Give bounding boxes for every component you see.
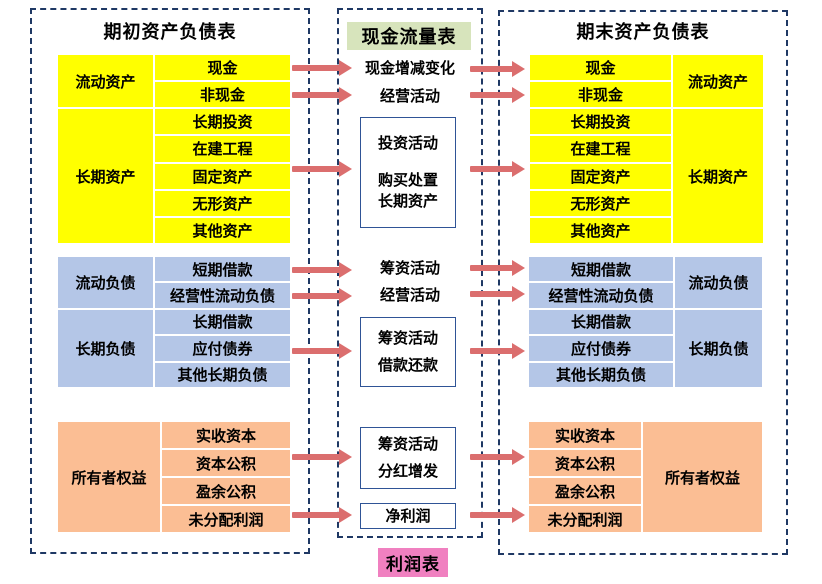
financing-borrow-repay-box: 筹资活动 借款还款 <box>360 317 456 387</box>
end-equity-table: 实收资本 资本公积 盈余公积 未分配利润 所有者权益 <box>529 422 762 532</box>
begin-non-cash-cell: 非现金 <box>155 82 290 108</box>
flow-arrow-bonds-to-borrowrepay <box>292 343 352 359</box>
end-intangible-assets-cell: 无形资产 <box>530 190 671 216</box>
long-term-assets-line: 长期资产 <box>377 193 438 210</box>
flow-arrow-noncash-to-operating <box>292 87 352 103</box>
end-owners-equity-label: 所有者权益 <box>643 422 762 532</box>
begin-construction-in-progress-cell: 在建工程 <box>155 136 290 162</box>
end-current-liabilities-label: 流动负债 <box>675 257 762 308</box>
begin-retained-profit-cell: 未分配利润 <box>162 506 290 532</box>
begin-balance-sheet-title: 期初资产负债表 <box>103 22 237 42</box>
net-profit-box: 净利润 <box>360 503 456 529</box>
begin-operating-current-liabilities-cell: 经营性流动负债 <box>155 283 290 308</box>
end-bonds-payable-cell: 应付债券 <box>529 336 673 361</box>
borrow-repay-line: 借款还款 <box>377 357 438 374</box>
flow-arrow-netprofit-to-retained <box>470 507 525 523</box>
begin-other-assets-cell: 其他资产 <box>155 217 290 243</box>
cash-flow-panel <box>337 8 483 538</box>
end-assets-table: 现金 非现金 流动资产 长期投资 在建工程 固定资产 无形资产 其他资产 长期资… <box>530 55 763 243</box>
flow-arrow-fixedassets-to-investing <box>292 161 352 177</box>
end-other-long-term-liabilities-cell: 其他长期负债 <box>529 362 673 387</box>
operating-activities-mid-label: 经营活动 <box>379 287 440 304</box>
flow-arrow-opliab-to-operating <box>292 288 352 304</box>
end-liabilities-table: 短期借款 经营性流动负债 流动负债 长期借款 应付债券 其他长期负债 长期负债 <box>529 257 762 387</box>
operating-activities-top-label: 经营活动 <box>379 88 440 105</box>
begin-other-long-term-liabilities-cell: 其他长期负债 <box>155 362 290 387</box>
dividend-issue-line: 分红增发 <box>377 463 438 480</box>
begin-bonds-payable-cell: 应付债券 <box>155 336 290 361</box>
purchase-disposal-line: 购买处置 <box>377 172 438 189</box>
end-long-term-assets-label: 长期资产 <box>673 109 763 243</box>
financing-activities-mid-label: 筹资活动 <box>379 260 440 277</box>
financing-dividend-box: 筹资活动 分红增发 <box>360 427 456 489</box>
flow-arrow-shortborrow-to-financing <box>292 262 352 278</box>
begin-liabilities-table: 流动负债 短期借款 经营性流动负债 长期负债 长期借款 应付债券 其他长期负债 <box>58 257 290 387</box>
flow-arrow-cash-to-cashchange <box>292 60 352 76</box>
flow-arrow-borrowrepay-to-bonds <box>470 343 525 359</box>
flow-arrow-cashchange-to-cash <box>470 61 525 77</box>
end-balance-sheet-panel <box>498 10 788 555</box>
begin-long-term-borrowings-cell: 长期借款 <box>155 309 290 335</box>
end-balance-sheet-title: 期末资产负债表 <box>576 22 710 42</box>
flow-arrow-capitalreserve-to-dividend <box>292 449 352 465</box>
flow-arrow-dividend-to-capitalreserve <box>470 449 525 465</box>
end-short-term-borrowings-cell: 短期借款 <box>529 257 673 282</box>
begin-assets-table: 流动资产 现金 非现金 长期资产 长期投资 在建工程 固定资产 无形资产 其他资… <box>58 55 290 243</box>
end-other-assets-cell: 其他资产 <box>530 217 671 243</box>
cash-change-label: 现金增减变化 <box>364 60 455 77</box>
end-non-cash-cell: 非现金 <box>530 82 671 108</box>
flow-arrow-operating-to-opliab <box>470 286 525 302</box>
begin-long-term-liabilities-label: 长期负债 <box>58 309 153 387</box>
end-capital-reserve-cell: 资本公积 <box>529 450 641 476</box>
end-operating-current-liabilities-cell: 经营性流动负债 <box>529 283 673 308</box>
begin-short-term-borrowings-cell: 短期借款 <box>155 257 290 282</box>
flow-arrow-operating-to-noncash <box>470 87 525 103</box>
begin-intangible-assets-cell: 无形资产 <box>155 190 290 216</box>
flow-arrow-retained-to-netprofit <box>292 507 352 523</box>
end-construction-in-progress-cell: 在建工程 <box>530 136 671 162</box>
begin-balance-sheet-panel <box>30 8 310 554</box>
end-paid-in-capital-cell: 实收资本 <box>529 422 641 448</box>
investing-activities-box: 投资活动 购买处置 长期资产 <box>360 117 456 228</box>
flow-arrow-investing-to-fixedassets <box>470 161 525 177</box>
cash-flow-statement-title: 现金流量表 <box>347 22 471 50</box>
begin-current-assets-label: 流动资产 <box>58 55 153 108</box>
end-fixed-assets-cell: 固定资产 <box>530 163 671 189</box>
begin-current-liabilities-label: 流动负债 <box>58 257 153 308</box>
end-current-assets-label: 流动资产 <box>673 55 763 108</box>
end-long-term-investment-cell: 长期投资 <box>530 109 671 135</box>
begin-long-term-investment-cell: 长期投资 <box>155 109 290 135</box>
end-retained-profit-cell: 未分配利润 <box>529 506 641 532</box>
begin-long-term-assets-label: 长期资产 <box>58 109 153 243</box>
end-long-term-borrowings-cell: 长期借款 <box>529 309 673 335</box>
begin-cash-cell: 现金 <box>155 55 290 81</box>
income-statement-label: 利润表 <box>378 548 448 577</box>
begin-surplus-reserve-cell: 盈余公积 <box>162 478 290 504</box>
begin-capital-reserve-cell: 资本公积 <box>162 450 290 476</box>
flow-arrow-financing-to-shortborrow <box>470 260 525 276</box>
begin-owners-equity-label: 所有者权益 <box>58 422 160 532</box>
begin-equity-table: 所有者权益 实收资本 资本公积 盈余公积 未分配利润 <box>58 422 290 532</box>
financing-activities-line: 筹资活动 <box>377 330 438 347</box>
end-cash-cell: 现金 <box>530 55 671 81</box>
end-surplus-reserve-cell: 盈余公积 <box>529 478 641 504</box>
begin-paid-in-capital-cell: 实收资本 <box>162 422 290 448</box>
end-long-term-liabilities-label: 长期负债 <box>675 309 762 387</box>
begin-fixed-assets-cell: 固定资产 <box>155 163 290 189</box>
net-profit-line: 净利润 <box>385 507 431 525</box>
investing-activities-line: 投资活动 <box>377 135 438 152</box>
financing-activities-line: 筹资活动 <box>377 436 438 453</box>
